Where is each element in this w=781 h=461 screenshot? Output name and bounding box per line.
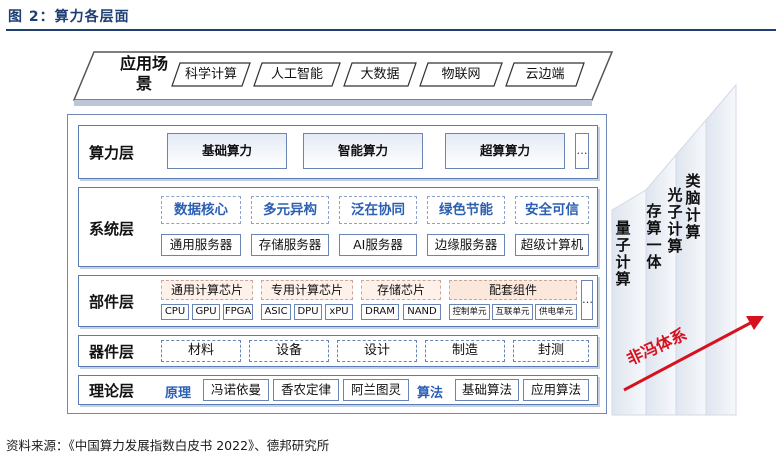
algorithm-applied: 应用算法 [523,379,589,401]
figure-title: 图 2：算力各层面 [8,9,130,25]
system-layer: 系统层 数据核心 多元异构 泛在协同 绿色节能 安全可信 通用服务器 存储服务器… [78,187,598,267]
chip-fpga: FPGA [223,304,253,320]
theory-principle-label: 原理 [165,386,192,401]
source-note: 资料来源：《中国算力发展指数白皮书 2022》、德邦研究所 [6,438,330,453]
paradigm-brain-like: 类脑计算 [685,172,701,241]
chip-dpu: DPU [294,304,322,320]
computing-item-supercomputing: 超算算力 [445,133,565,169]
computing-layer: 算力层 基础算力 智能算力 超算算力 … [78,125,598,179]
application-layer: 应用场景 科学计算 人工智能 大数据 物联网 云边端 [72,48,632,106]
system-feature-data-core: 数据核心 [161,196,241,224]
system-feature-green: 绿色节能 [427,196,505,224]
principle-von-neumann: 冯诺依曼 [203,379,269,401]
chip-asic: ASIC [261,304,291,320]
component-group-storage: 存储芯片 [361,280,441,300]
app-item-ai: 人工智能 [270,67,323,82]
system-feature-secure: 安全可信 [515,196,589,224]
computing-layers-diagram: 量子计算 存算一体 光子计算 类脑计算 非冯体系 应用场景 科学计算 人工智能 … [67,48,776,422]
algorithm-basic: 基础算法 [455,379,519,401]
server-edge: 边缘服务器 [427,234,505,256]
staircase-panel-4 [705,83,737,416]
server-general: 通用服务器 [161,234,241,256]
system-feature-heterogeneous: 多元异构 [251,196,329,224]
device-item-design: 设计 [337,340,417,362]
unit-interconnect: 互联单元 [492,304,533,320]
component-group-general: 通用计算芯片 [161,280,253,300]
unit-control: 控制单元 [449,304,490,320]
device-item-equipment: 设备 [249,340,329,362]
component-group-special: 专用计算芯片 [261,280,353,300]
system-layer-title: 系统层 [89,220,135,238]
principle-turing: 阿兰图灵 [343,379,409,401]
staircase-panels [611,83,764,416]
computing-layer-title: 算力层 [89,144,135,162]
device-item-materials: 材料 [161,340,241,362]
application-band-shape [72,51,614,106]
chip-cpu: CPU [161,304,189,320]
component-group-supporting: 配套组件 [449,280,577,300]
chip-gpu: GPU [192,304,220,320]
staircase-panel-3 [675,118,707,416]
device-layer: 器件层 材料 设备 设计 制造 封测 [78,335,598,367]
paradigm-staircase: 量子计算 存算一体 光子计算 类脑计算 [606,60,776,422]
server-supercomputer: 超级计算机 [515,234,589,256]
theory-layer: 理论层 原理 冯诺依曼 香农定律 阿兰图灵 算法 基础算法 应用算法 [78,375,598,405]
principle-shannon: 香农定律 [273,379,339,401]
theory-layer-title: 理论层 [89,382,135,400]
component-more: … [581,280,593,320]
paradigm-photonic: 光子计算 [667,186,683,255]
theory-algorithm-label: 算法 [417,386,444,401]
computing-item-intelligent: 智能算力 [303,133,423,169]
paradigm-storage-compute: 存算一体 [646,202,662,271]
application-layer-title: 应用场景 [119,54,168,93]
app-item-iot: 物联网 [441,67,481,82]
device-layer-title: 器件层 [89,343,135,361]
component-layer: 部件层 通用计算芯片 专用计算芯片 存储芯片 配套组件 … CPU GPU FP… [78,275,598,327]
title-rule [6,29,776,31]
red-arrow-head [746,316,764,330]
unit-power: 供电单元 [535,304,577,320]
chip-nand: NAND [403,304,441,320]
app-item-bigdata: 大数据 [360,67,400,82]
device-item-packaging: 封测 [513,340,589,362]
app-item-scientific: 科学计算 [184,67,237,82]
app-item-cloud-edge: 云边端 [525,67,565,82]
paradigm-quantum: 量子计算 [615,219,631,288]
system-feature-ubiquitous: 泛在协同 [339,196,417,224]
device-item-manufacturing: 制造 [425,340,505,362]
red-arrow-shaft [623,318,757,392]
chip-dram: DRAM [361,304,399,320]
computing-more: … [575,133,589,169]
computing-item-basic: 基础算力 [167,133,287,169]
chip-xpu: xPU [325,304,353,320]
component-layer-title: 部件层 [89,293,135,311]
layers-block: 算力层 基础算力 智能算力 超算算力 … 系统层 数据核心 多元异构 泛在协同 … [67,114,607,414]
server-ai: AI服务器 [339,234,417,256]
server-storage: 存储服务器 [251,234,329,256]
